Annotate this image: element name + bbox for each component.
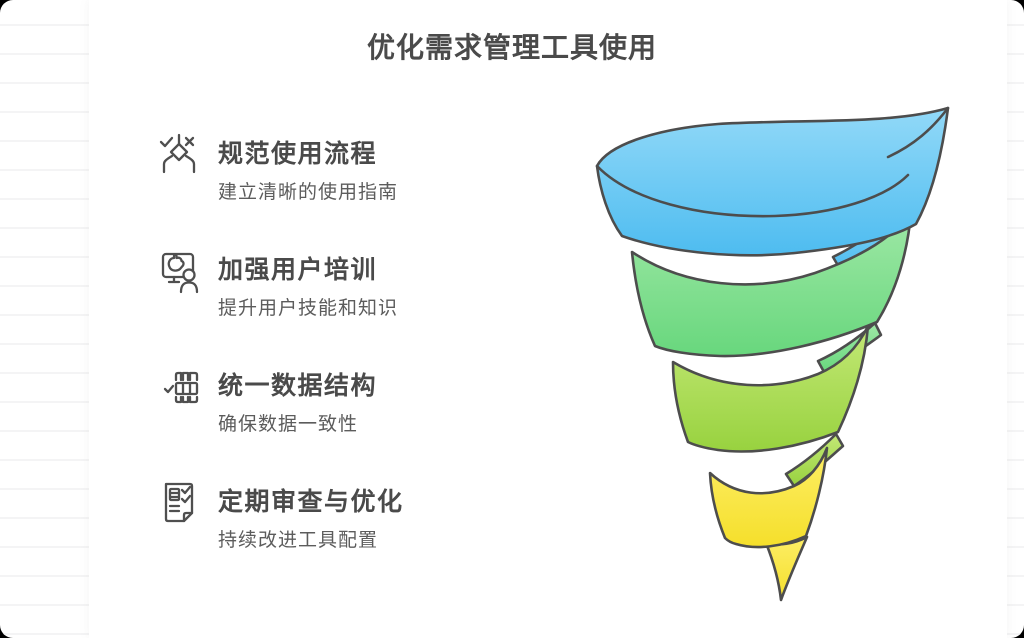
funnel-tail-inner-edge (886, 106, 950, 159)
user-training-icon (156, 248, 202, 294)
item-subtitle: 持续改进工具配置 (218, 530, 379, 551)
item-title: 规范使用流程 (218, 140, 378, 168)
funnel-level-4 (708, 446, 829, 549)
item-subtitle: 提升用户技能和知识 (218, 298, 399, 319)
funnel-level-3 (671, 324, 870, 453)
list-item: 定期审查与优化 持续改进工具配置 (156, 480, 404, 552)
item-subtitle: 确保数据一致性 (218, 414, 359, 435)
list-item: 规范使用流程 建立清晰的使用指南 (156, 132, 398, 204)
list-item: 统一数据结构 确保数据一致性 (156, 364, 377, 436)
document-review-icon (156, 480, 202, 526)
flow-decision-icon (156, 132, 202, 178)
funnel-mouth-rim (595, 164, 910, 218)
data-table-icon (156, 364, 202, 410)
spiral-funnel-graphic (595, 106, 950, 602)
funnel-level-3-back (784, 432, 845, 488)
funnel-level-1 (595, 106, 950, 257)
funnel-level-2 (630, 210, 913, 358)
item-title: 加强用户培训 (218, 256, 378, 284)
page-title: 优化需求管理工具使用 (366, 32, 657, 63)
item-title: 统一数据结构 (218, 372, 378, 400)
item-subtitle: 建立清晰的使用指南 (218, 182, 399, 203)
list-item: 加强用户培训 提升用户技能和知识 (156, 248, 398, 320)
item-title: 定期审查与优化 (218, 488, 404, 516)
